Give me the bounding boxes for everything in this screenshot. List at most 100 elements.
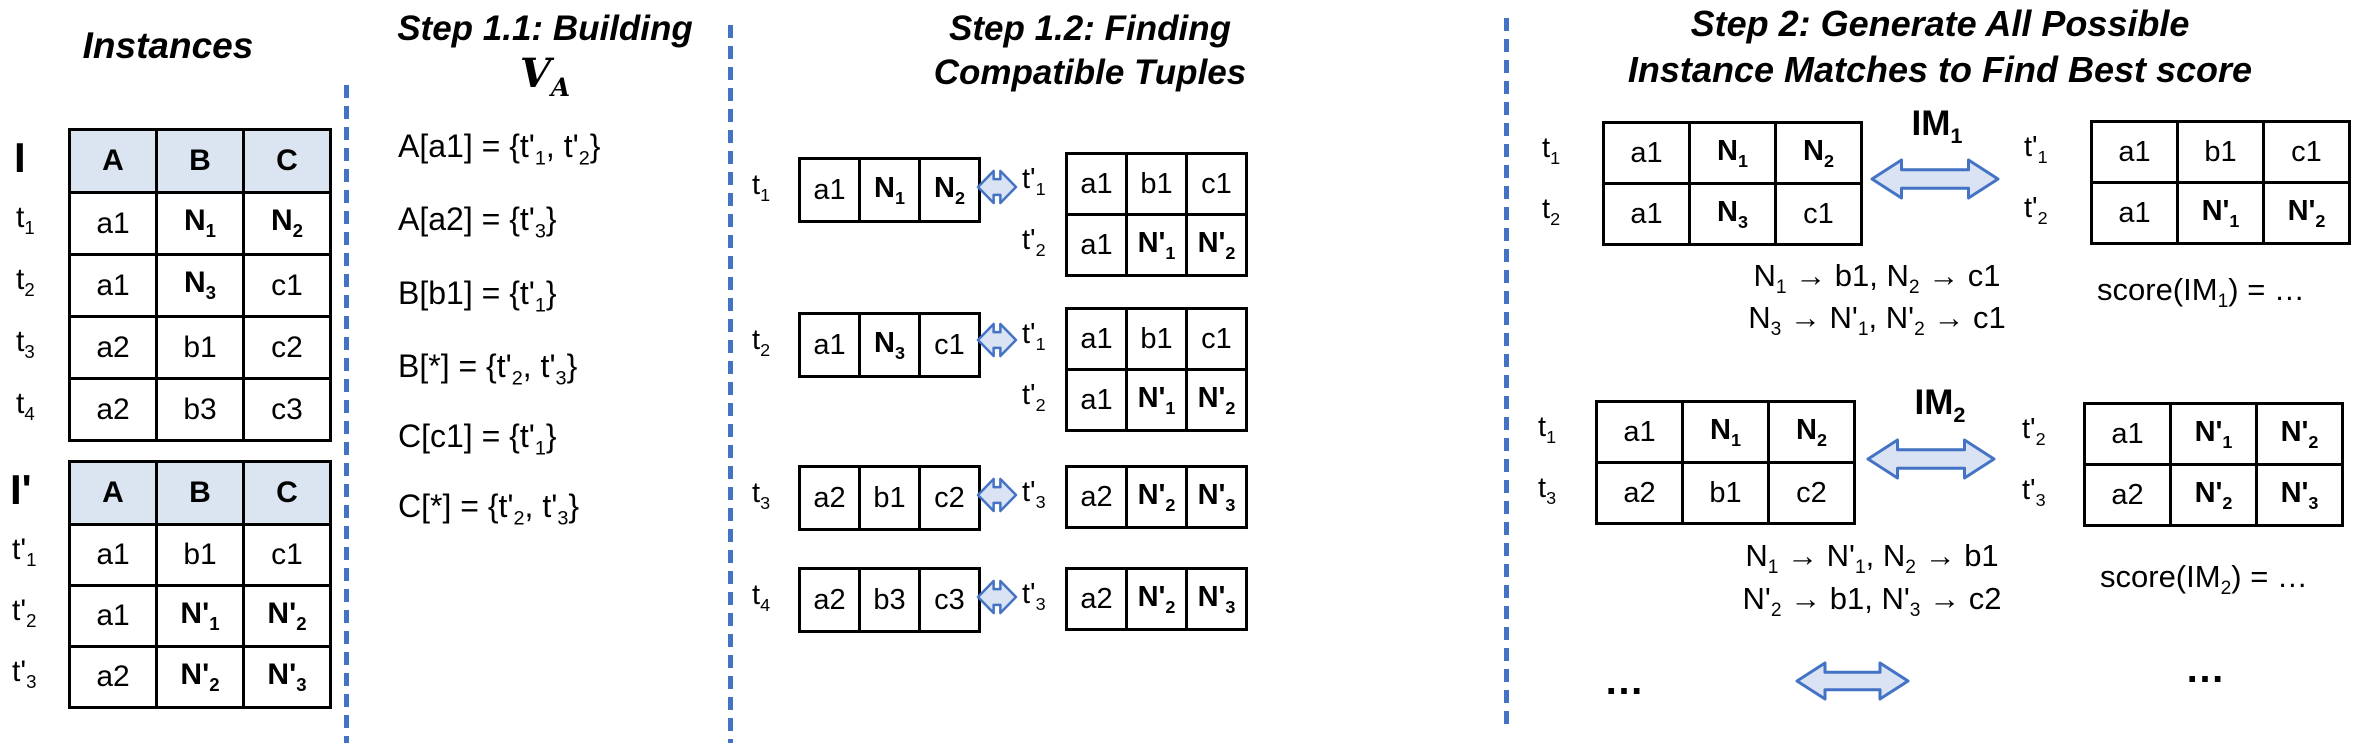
row-label: t'2 xyxy=(12,584,36,642)
text-token: t'2 xyxy=(12,593,37,631)
table-cell: c2 xyxy=(918,465,981,531)
text-token: → xyxy=(1919,258,1968,293)
step1-2-title-line2: Compatible Tuples xyxy=(933,53,1247,92)
text-token: ) = … xyxy=(2228,272,2305,307)
text-token: N'1 xyxy=(1829,300,1869,341)
text-token: N2 xyxy=(270,204,303,242)
text-token: N'2 xyxy=(1197,381,1236,418)
text-token: t2 xyxy=(1542,192,1561,229)
text-token: c1 xyxy=(271,538,303,571)
row-label: t'1 xyxy=(1022,152,1046,210)
table-cell: c3 xyxy=(242,377,332,442)
text-token: ) = … xyxy=(2231,559,2308,594)
table-cell: N'3 xyxy=(242,645,332,709)
text-token: N2 xyxy=(1796,413,1827,450)
text-token: c3 xyxy=(934,583,965,616)
row-label: t'2 xyxy=(2024,181,2048,239)
table-cell: a1 xyxy=(798,157,861,223)
text-token: N'2 xyxy=(1885,300,1925,341)
double-arrow-icon xyxy=(976,169,1018,205)
table-cell: N2 xyxy=(918,157,981,223)
text-token: a2 xyxy=(1080,480,1113,513)
table-cell: a2 xyxy=(1595,461,1684,525)
table-cell: a2 xyxy=(798,465,861,531)
table-cell: b1 xyxy=(858,465,921,531)
value-index-entry: B[*] = {t'2, t'3} xyxy=(398,348,577,390)
null-mapping-line: N3 → N'1, N'2 → c1 xyxy=(1748,300,2006,341)
table-cell: b1 xyxy=(2176,120,2265,184)
table-cell: c1 xyxy=(2262,120,2351,184)
text-token: t3 xyxy=(16,325,35,363)
text-token: } xyxy=(545,275,557,311)
text-token: t'3 xyxy=(540,348,567,390)
text-token: b1 xyxy=(1964,538,1999,573)
table-cell: N3 xyxy=(155,253,245,318)
text-token: a1 xyxy=(1080,322,1113,355)
table-cell: N'2 xyxy=(1125,465,1188,529)
text-token: → xyxy=(1778,538,1827,573)
text-token: c2 xyxy=(271,330,303,364)
text-token: → xyxy=(1781,300,1830,335)
text-token: } xyxy=(545,418,557,454)
text-token: t'3 xyxy=(2022,473,2046,510)
text-token: a2 xyxy=(96,660,130,693)
text-token: N'2 xyxy=(1197,226,1236,263)
text-token: N'2 xyxy=(1137,580,1176,617)
text-token: → xyxy=(1786,258,1835,293)
double-arrow-icon xyxy=(1795,661,1910,701)
column-header: A xyxy=(68,128,158,194)
table-cell: N'2 xyxy=(242,584,332,648)
table-cell: N'1 xyxy=(1125,368,1188,432)
text-token: , xyxy=(522,348,541,384)
row-label: t'2 xyxy=(1022,213,1046,271)
text-token: a2 xyxy=(96,330,130,364)
table-cell: N'2 xyxy=(155,645,245,709)
table-cell: c1 xyxy=(918,312,981,378)
text-token: N1 xyxy=(183,204,216,242)
text-token: N3 xyxy=(1748,300,1782,341)
text-token: t'2 xyxy=(2022,412,2046,449)
table-cell: N2 xyxy=(242,191,332,256)
table-cell: c1 xyxy=(1774,182,1863,246)
row-label: t'2 xyxy=(1022,368,1046,426)
row-label: t1 xyxy=(1542,121,1560,179)
text-token: a1 xyxy=(2118,135,2151,168)
row-label: t3 xyxy=(16,315,35,374)
text-token: c1 xyxy=(271,268,303,302)
text-token: N1 xyxy=(1753,258,1787,299)
text-token: c2 xyxy=(1796,476,1827,509)
row-label: t'3 xyxy=(2022,463,2046,521)
text-token: t'2 xyxy=(2024,191,2048,228)
text-token: N'2 xyxy=(267,596,307,634)
text-token: B[*] = { xyxy=(398,348,497,384)
row-label: t'3 xyxy=(12,645,36,703)
text-token: t4 xyxy=(16,387,35,425)
text-token: t1 xyxy=(16,201,35,239)
text-token: c3 xyxy=(271,392,303,426)
text-token: a1 xyxy=(2118,196,2151,229)
table-label: I' xyxy=(10,460,32,520)
text-token: N'1 xyxy=(2194,415,2233,452)
table-cell: N'2 xyxy=(2255,402,2344,466)
text-token: c1 xyxy=(2291,135,2322,168)
column-header: B xyxy=(155,128,245,194)
row-label: t'3 xyxy=(1022,465,1046,523)
text-token: a1 xyxy=(1080,167,1113,200)
text-token: N'2 xyxy=(180,657,220,695)
text-token: → xyxy=(1924,300,1974,335)
row-label: t2 xyxy=(16,253,35,312)
text-token: N3 xyxy=(1717,195,1748,232)
table-cell: a2 xyxy=(68,377,158,442)
table-cell: a2 xyxy=(2083,463,2172,527)
